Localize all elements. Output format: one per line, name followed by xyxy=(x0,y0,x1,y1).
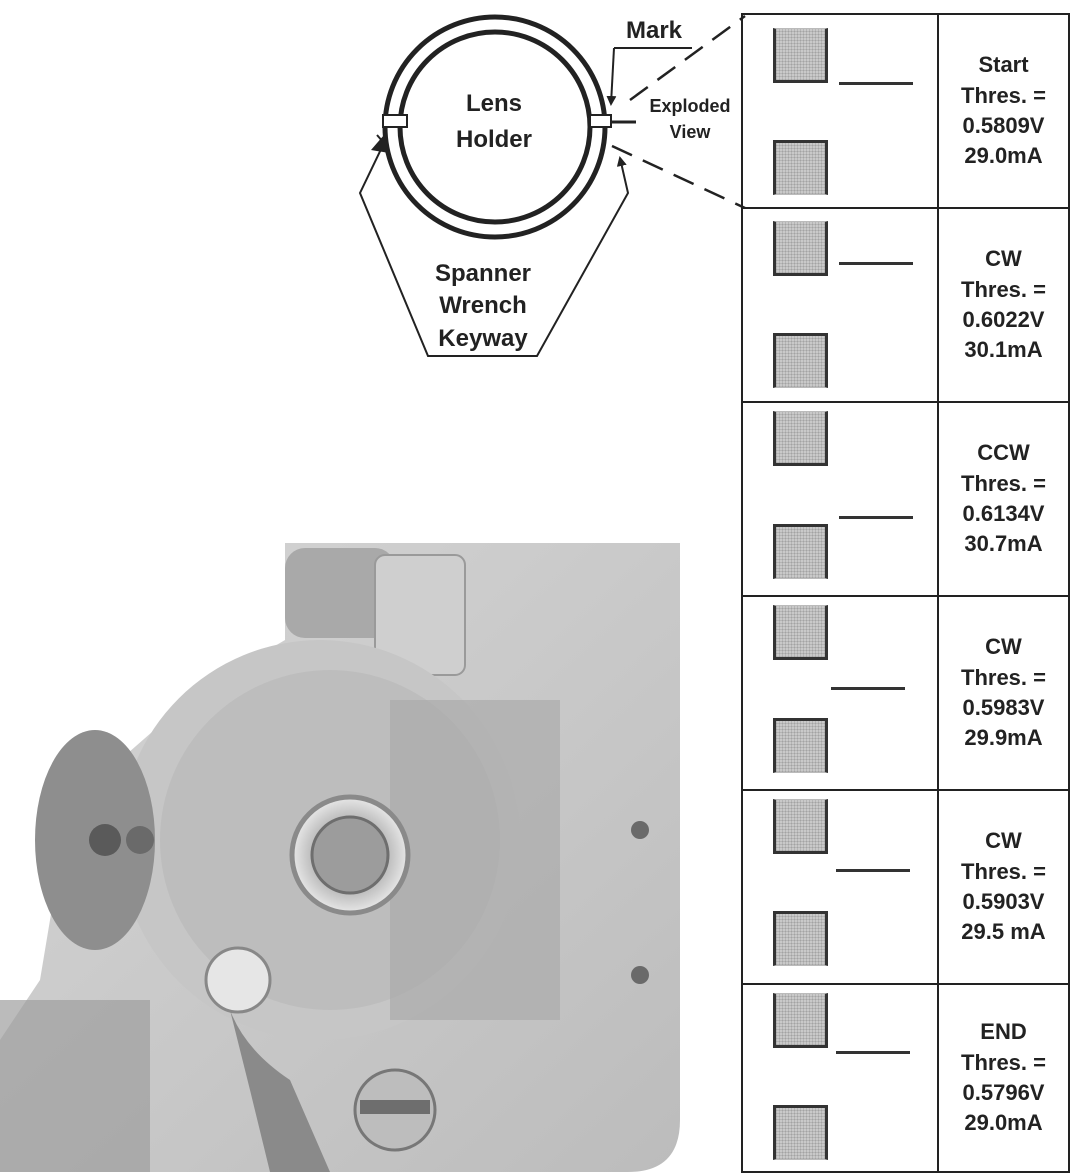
exploded-view-label-1: Exploded xyxy=(649,96,730,116)
exploded-dashed-line-bottom xyxy=(612,146,745,208)
threshold-current: 29.0mA xyxy=(964,1108,1042,1138)
threshold-current: 30.1mA xyxy=(964,335,1042,365)
gap-indicator-top xyxy=(773,411,828,466)
gap-indicator-top xyxy=(773,799,828,854)
mark-label: Mark xyxy=(626,17,683,44)
threshold-voltage: 0.6022V xyxy=(963,305,1045,335)
gap-indicator-top xyxy=(773,221,828,276)
gap-indicator-bottom xyxy=(773,911,828,966)
threshold-voltage: 0.5809V xyxy=(963,111,1045,141)
lens-mount-photo xyxy=(0,543,680,1172)
exploded-view-label-2: View xyxy=(670,122,712,142)
keyway-label-1: Spanner xyxy=(435,260,531,287)
mark-position-bar xyxy=(839,82,913,85)
threshold-voltage: 0.6134V xyxy=(963,499,1045,529)
gap-indicator-bottom xyxy=(773,1105,828,1160)
threshold-steps-table: Start Thres. = 0.5809V 29.0mA CW Thres. … xyxy=(741,13,1070,1173)
step-row: CCW Thres. = 0.6134V 30.7mA xyxy=(743,403,1068,597)
gap-indicator-bottom xyxy=(773,524,828,579)
mark-position-bar xyxy=(836,869,910,872)
threshold-current: 29.0mA xyxy=(964,141,1042,171)
gap-indicator-bottom xyxy=(773,140,828,195)
step-row: CW Thres. = 0.5903V 29.5 mA xyxy=(743,791,1068,985)
threshold-voltage: 0.5903V xyxy=(963,887,1045,917)
mark-position-bar xyxy=(831,687,905,690)
step-label: CW xyxy=(985,826,1022,856)
threshold-label: Thres. = xyxy=(961,857,1046,887)
gap-indicator-bottom xyxy=(773,718,828,773)
keyway-callout xyxy=(360,135,628,356)
mark-position-bar xyxy=(839,262,913,265)
lens-holder-label: Lens xyxy=(466,90,522,117)
step-row: END Thres. = 0.5796V 29.0mA xyxy=(743,985,1068,1171)
threshold-current: 30.7mA xyxy=(964,529,1042,559)
gap-indicator-top xyxy=(773,993,828,1048)
gap-indicator-top xyxy=(773,605,828,660)
threshold-voltage: 0.5983V xyxy=(963,693,1045,723)
mark-position-bar xyxy=(839,516,913,519)
gap-indicator-bottom xyxy=(773,333,828,388)
mark-position-bar xyxy=(836,1051,910,1054)
lens-holder-label-line2: Holder xyxy=(456,126,532,153)
threshold-label: Thres. = xyxy=(961,663,1046,693)
threshold-label: Thres. = xyxy=(961,469,1046,499)
threshold-label: Thres. = xyxy=(961,81,1046,111)
step-row: Start Thres. = 0.5809V 29.0mA xyxy=(743,15,1068,209)
step-label: CW xyxy=(985,244,1022,274)
threshold-voltage: 0.5796V xyxy=(963,1078,1045,1108)
step-label: Start xyxy=(978,50,1028,80)
gap-indicator-top xyxy=(773,28,828,83)
step-row: CW Thres. = 0.5983V 29.9mA xyxy=(743,597,1068,791)
keyway-label-3: Keyway xyxy=(438,325,528,352)
step-label: CW xyxy=(985,632,1022,662)
threshold-label: Thres. = xyxy=(961,275,1046,305)
step-row: CW Thres. = 0.6022V 30.1mA xyxy=(743,209,1068,403)
step-label: END xyxy=(980,1017,1026,1047)
threshold-current: 29.5 mA xyxy=(961,917,1045,947)
threshold-label: Thres. = xyxy=(961,1048,1046,1078)
threshold-current: 29.9mA xyxy=(964,723,1042,753)
keyway-label-2: Wrench xyxy=(439,292,527,319)
step-label: CCW xyxy=(977,438,1030,468)
